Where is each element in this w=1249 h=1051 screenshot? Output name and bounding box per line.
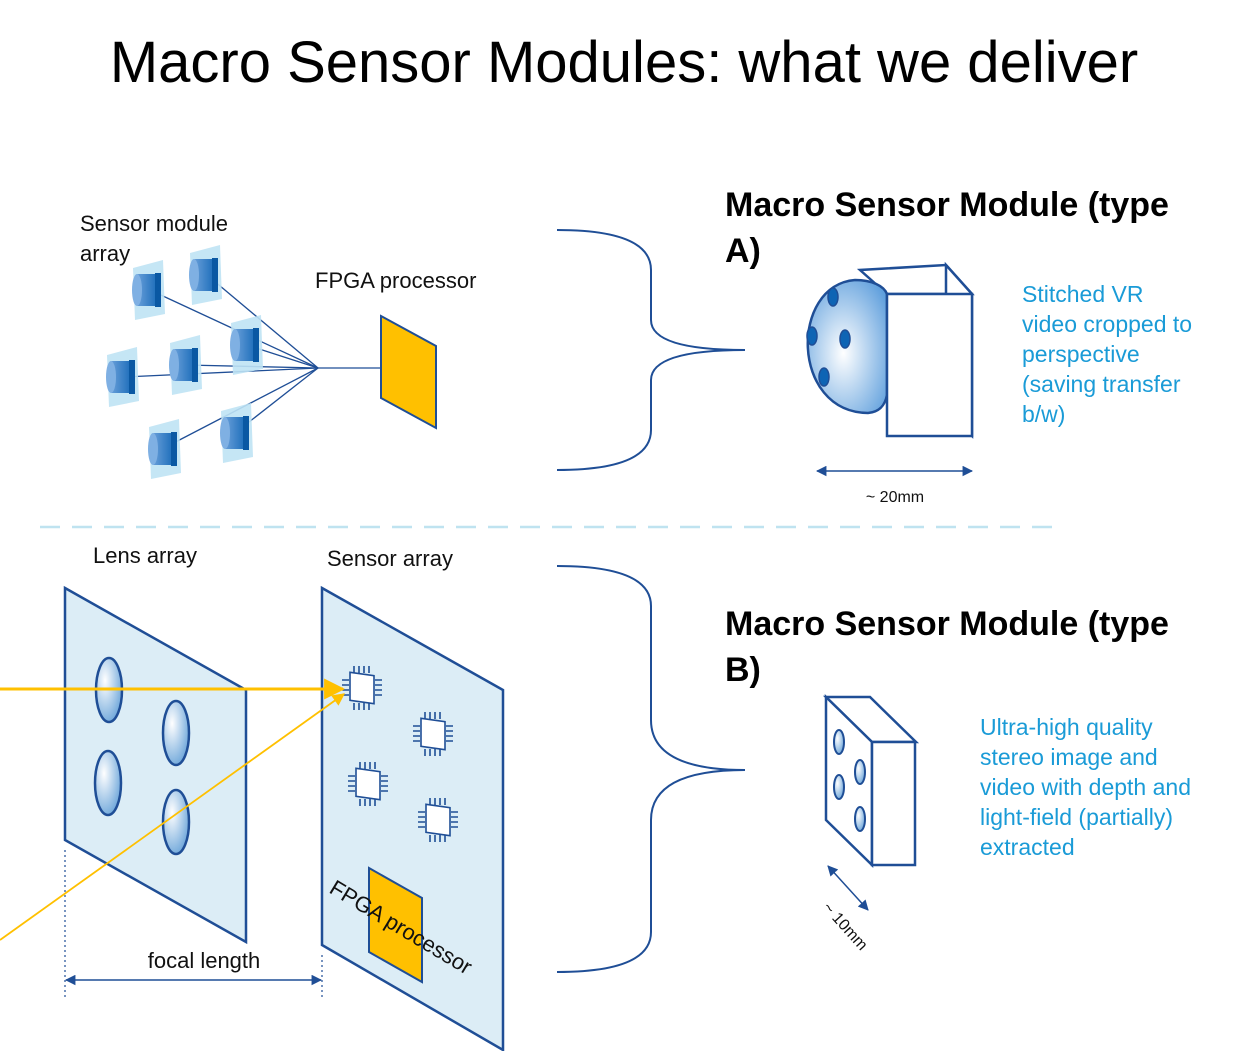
- type-a-heading-line2: A): [725, 232, 761, 270]
- module-type-b-illustration: [822, 694, 920, 868]
- camera-module-icon: [148, 419, 181, 479]
- description-line: video with depth and: [980, 774, 1191, 800]
- lens-icon: [833, 774, 845, 800]
- slide-title: Macro Sensor Modules: what we deliver: [110, 30, 1138, 95]
- description-line: video cropped to: [1022, 311, 1192, 337]
- lens-icon: [854, 806, 866, 832]
- description-line: stereo image and: [980, 744, 1158, 770]
- lens-icon: [161, 699, 191, 767]
- description-line: Stitched VR: [1022, 281, 1143, 307]
- type-a-heading-line1: Macro Sensor Module (type: [725, 186, 1169, 224]
- type-b-heading-line2: B): [725, 651, 761, 689]
- type-b-description: Ultra-high quality stereo image and vide…: [980, 714, 1191, 860]
- lens-icon: [854, 759, 866, 785]
- sensor-array-panel: FPGA processor: [320, 585, 505, 1051]
- camera-module-icon: [106, 347, 139, 407]
- camera-module-icon: [132, 260, 165, 320]
- module-type-a-illustration: [806, 261, 975, 439]
- lens-icon: [93, 749, 123, 817]
- description-line: b/w): [1022, 401, 1065, 427]
- lens-array-panel: [63, 585, 248, 945]
- sensor-module-array-group: Sensor module array FPGA processor: [80, 211, 476, 479]
- brace-type-b: [556, 565, 746, 973]
- light-ray-diagonal: [0, 693, 346, 941]
- camera-module-icon: [189, 245, 222, 305]
- dimension-arrow-10mm: [827, 865, 869, 911]
- camera-module-icon: [220, 403, 253, 463]
- dimension-label-20mm: ~ 20mm: [866, 489, 924, 506]
- description-line: perspective: [1022, 341, 1140, 367]
- type-b-heading-line1: Macro Sensor Module (type: [725, 605, 1169, 643]
- camera-module-icon: [230, 315, 263, 375]
- type-a-description: Stitched VR video cropped to perspective…: [1022, 281, 1192, 427]
- sensor-array-label: Sensor array: [327, 546, 453, 571]
- lens-icon: [833, 729, 845, 755]
- brace-type-a: [556, 229, 746, 471]
- description-line: extracted: [980, 834, 1075, 860]
- lens-array-label: Lens array: [93, 543, 197, 568]
- lens-icon: [161, 788, 191, 856]
- fpga-processor-chip: [380, 314, 437, 430]
- sensor-module-array-label-line2: array: [80, 241, 130, 266]
- fpga-processor-label: FPGA processor: [315, 268, 476, 293]
- dimension-label-10mm: ~ 10mm: [819, 899, 871, 954]
- sensor-module-array-label-line1: Sensor module: [80, 211, 228, 236]
- description-line: light-field (partially): [980, 804, 1173, 830]
- camera-module-icon: [169, 335, 202, 395]
- description-line: Ultra-high quality: [980, 714, 1153, 740]
- focal-length-label: focal length: [148, 948, 261, 973]
- fpga-processor-chip-b: [368, 866, 423, 984]
- description-line: (saving transfer: [1022, 371, 1181, 397]
